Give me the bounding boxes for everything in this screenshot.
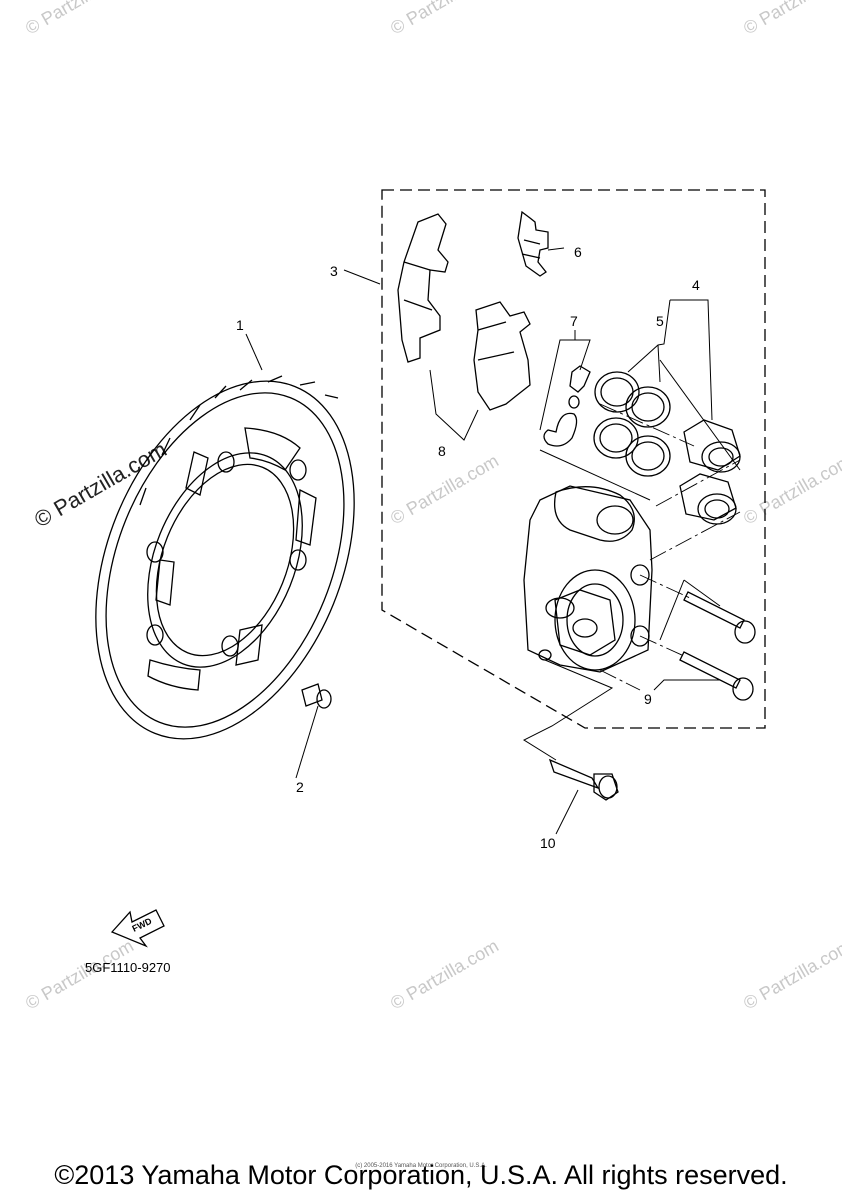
callout-9: 9 bbox=[644, 691, 652, 707]
callout-10: 10 bbox=[540, 835, 556, 851]
callout-4: 4 bbox=[692, 277, 700, 293]
copyright-notice: ©2013 Yamaha Motor Corporation, U.S.A. A… bbox=[54, 1160, 788, 1190]
fwd-arrow-icon: FWD bbox=[110, 909, 165, 948]
watermark: © Partzilla.com bbox=[740, 935, 842, 1013]
callout-7: 7 bbox=[570, 313, 578, 329]
caliper-assembly-boundary bbox=[381, 189, 766, 729]
callout-6: 6 bbox=[574, 244, 582, 260]
callout-3: 3 bbox=[330, 263, 338, 279]
piston-seals bbox=[593, 371, 671, 477]
catalog-number: 5GF1110-9270 bbox=[85, 960, 171, 975]
bleed-screw bbox=[543, 365, 591, 447]
pistons bbox=[679, 419, 741, 525]
callout-1: 1 bbox=[236, 317, 244, 333]
callout-2: 2 bbox=[296, 779, 304, 795]
watermark: © Partzilla.com bbox=[387, 450, 502, 528]
watermark: © Partzilla.com bbox=[387, 0, 502, 38]
watermark: © Partzilla.com bbox=[22, 0, 137, 38]
watermark: © Partzilla.com bbox=[740, 450, 842, 528]
caliper-bolt bbox=[548, 758, 619, 801]
watermark: © Partzilla.com bbox=[387, 935, 502, 1013]
caliper-pins bbox=[679, 591, 756, 701]
watermark: © Partzilla.com bbox=[740, 0, 842, 38]
callout-8: 8 bbox=[438, 443, 446, 459]
leader-lines bbox=[245, 247, 741, 835]
watermark-main: © Partzilla.com bbox=[30, 437, 171, 533]
caliper-body bbox=[523, 485, 653, 673]
watermarks: © Partzilla.com © Partzilla.com © Partzi… bbox=[22, 0, 842, 1013]
callout-5: 5 bbox=[656, 313, 664, 329]
pad-spring bbox=[517, 210, 549, 277]
disc-bolt bbox=[301, 683, 332, 709]
brake-pads bbox=[397, 213, 531, 411]
center-lines bbox=[599, 403, 741, 691]
callouts: 1 2 3 4 5 6 7 8 9 10 bbox=[236, 244, 700, 851]
tiny-copyright: (c) 2005-2016 Yamaha Motor Corporation, … bbox=[355, 1163, 487, 1169]
brake-disc bbox=[95, 375, 355, 740]
